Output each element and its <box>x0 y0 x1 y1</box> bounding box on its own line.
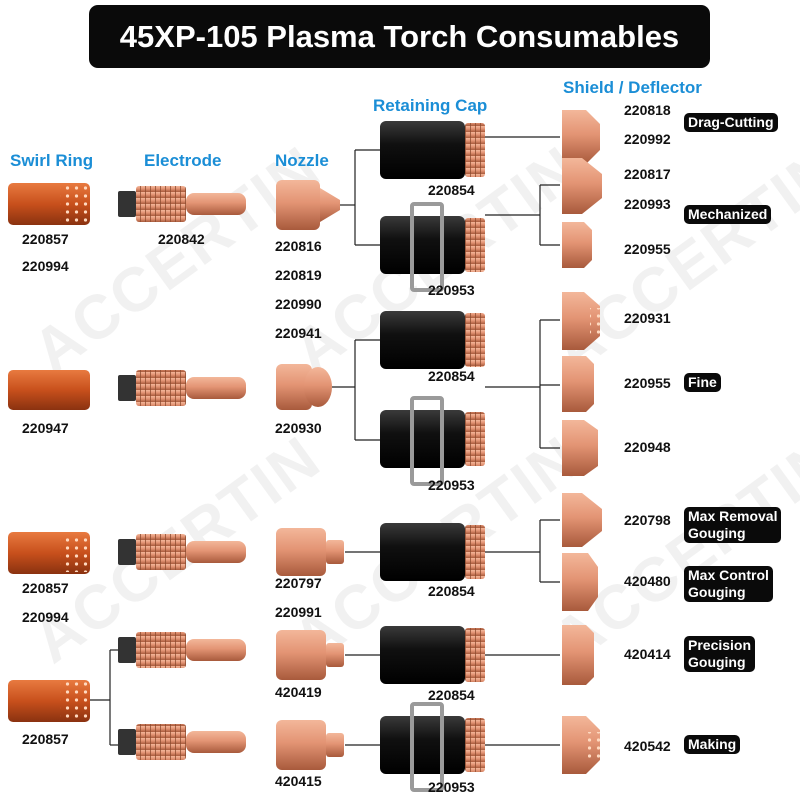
shield <box>562 716 600 774</box>
electrode <box>118 370 246 406</box>
part-number: 220953 <box>428 779 475 795</box>
retaining-cap <box>380 202 485 292</box>
part-number: 220994 <box>22 609 69 625</box>
nozzle <box>276 720 344 770</box>
part-number: 420542 <box>624 738 671 754</box>
part-number: 220993 <box>624 196 671 212</box>
tag-precision-gouging: Precision Gouging <box>684 636 756 672</box>
retaining-cap <box>380 121 485 179</box>
column-heading-electrode: Electrode <box>144 151 222 170</box>
electrode <box>118 724 246 760</box>
nozzle <box>276 528 344 576</box>
shield <box>562 292 600 350</box>
shield <box>562 158 602 214</box>
nozzle <box>276 180 340 230</box>
part-number: 220930 <box>275 420 322 436</box>
electrode <box>118 534 246 570</box>
part-number: 220854 <box>428 368 475 384</box>
nozzle <box>276 364 332 410</box>
retaining-cap <box>380 626 485 684</box>
retaining-cap <box>380 396 485 486</box>
part-number: 420415 <box>275 773 322 789</box>
part-number: 220854 <box>428 583 475 599</box>
part-number: 220931 <box>624 310 671 326</box>
part-number: 220857 <box>22 231 69 247</box>
part-number: 220992 <box>624 131 671 147</box>
swirl-ring <box>8 183 90 225</box>
tag-drag-cutting: Drag-Cutting <box>684 113 778 132</box>
tag-max-control-gouging: Max Control Gouging <box>684 566 773 602</box>
part-number: 420480 <box>624 573 671 589</box>
shield <box>562 553 598 611</box>
swirl-ring <box>8 370 90 410</box>
electrode <box>118 632 246 668</box>
part-number: 220857 <box>22 580 69 596</box>
part-number: 220953 <box>428 282 475 298</box>
tag-making: Making <box>684 735 741 754</box>
part-number: 220953 <box>428 477 475 493</box>
nozzle <box>276 630 344 680</box>
part-number: 220947 <box>22 420 69 436</box>
page-title: 45XP-105 Plasma Torch Consumables <box>89 5 710 68</box>
swirl-ring <box>8 532 90 574</box>
shield <box>562 420 598 476</box>
part-number: 220948 <box>624 439 671 455</box>
part-number: 220816 <box>275 238 322 254</box>
part-number: 220854 <box>428 182 475 198</box>
part-number: 220955 <box>624 375 671 391</box>
column-heading-retaining-cap: Retaining Cap <box>373 96 488 115</box>
part-number: 220817 <box>624 166 671 182</box>
shield <box>562 356 594 412</box>
part-number: 220798 <box>624 512 671 528</box>
part-number: 220955 <box>624 241 671 257</box>
part-number: 420414 <box>624 646 671 662</box>
shield <box>562 222 592 268</box>
connector-lines <box>90 136 560 746</box>
part-number: 220941 <box>275 325 322 341</box>
part-number: 220819 <box>275 267 322 283</box>
part-number: 220797 <box>275 575 322 591</box>
electrode <box>118 186 246 222</box>
part-number: 220994 <box>22 258 69 274</box>
retaining-cap <box>380 311 485 369</box>
retaining-cap <box>380 523 485 581</box>
part-number: 420419 <box>275 684 322 700</box>
column-heading-shield: Shield / Deflector <box>563 78 702 97</box>
part-number: 220854 <box>428 687 475 703</box>
shield <box>562 110 600 164</box>
tag-mechanized: Mechanized <box>684 205 772 224</box>
part-number: 220991 <box>275 604 322 620</box>
shield <box>562 493 602 547</box>
tag-fine: Fine <box>684 373 721 392</box>
swirl-ring <box>8 680 90 722</box>
column-heading-nozzle: Nozzle <box>275 151 329 170</box>
column-heading-swirl-ring: Swirl Ring <box>10 151 94 170</box>
shield <box>562 625 594 685</box>
part-number: 220818 <box>624 102 671 118</box>
part-number: 220842 <box>158 231 205 247</box>
tag-max-removal-gouging: Max Removal Gouging <box>684 507 782 543</box>
part-number: 220990 <box>275 296 322 312</box>
part-number: 220857 <box>22 731 69 747</box>
retaining-cap <box>380 702 485 792</box>
